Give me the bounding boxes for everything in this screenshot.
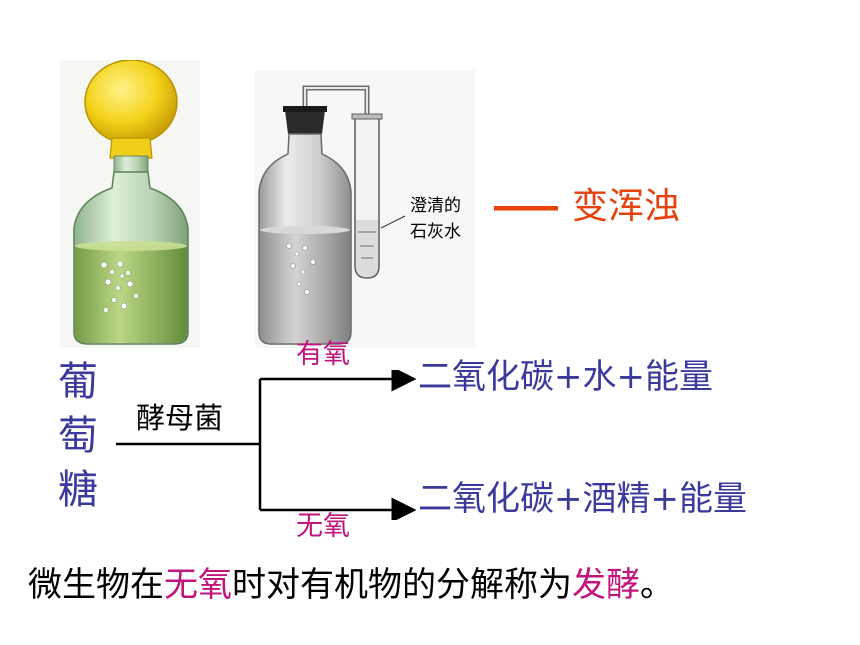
anaerobic-condition: 无氧 (296, 511, 350, 542)
glucose-solution (75, 246, 187, 343)
balloon (84, 60, 178, 145)
balloon-bottle-figure (60, 60, 200, 348)
stopper (285, 110, 325, 134)
definition-part1: 微生物在 (28, 565, 164, 605)
substrate-char-1: 葡 (58, 359, 98, 405)
limewater-label-line1: 澄清的 (410, 196, 461, 216)
aerobic-condition: 有氧 (296, 339, 350, 370)
label-pointer (380, 215, 406, 229)
definition-highlight-anaerobic: 无氧 (164, 565, 232, 605)
substrate-char-3: 糖 (58, 467, 98, 513)
lime-water (356, 220, 378, 277)
aerobic-products: 二氧化碳+水+能量 (418, 357, 713, 397)
bubbles (100, 260, 139, 313)
definition-highlight-fermentation: 发酵 (572, 565, 640, 605)
branch-diagram (116, 370, 417, 520)
definition-sentence: 微生物在无氧时对有机物的分解称为发酵。 (28, 568, 674, 602)
turbid-dash: —— (492, 186, 560, 227)
limewater-label-line2: 石灰水 (410, 222, 461, 242)
agent-label: 酵母菌 (136, 401, 224, 435)
substrate-char-2: 萄 (58, 413, 98, 459)
limewater-apparatus-figure (255, 70, 475, 348)
definition-period: 。 (640, 565, 674, 605)
anaerobic-products: 二氧化碳+酒精+能量 (418, 479, 747, 519)
definition-part3: 时对有机物的分解称为 (232, 565, 572, 605)
turbid-text: 变浑浊 (572, 186, 681, 227)
